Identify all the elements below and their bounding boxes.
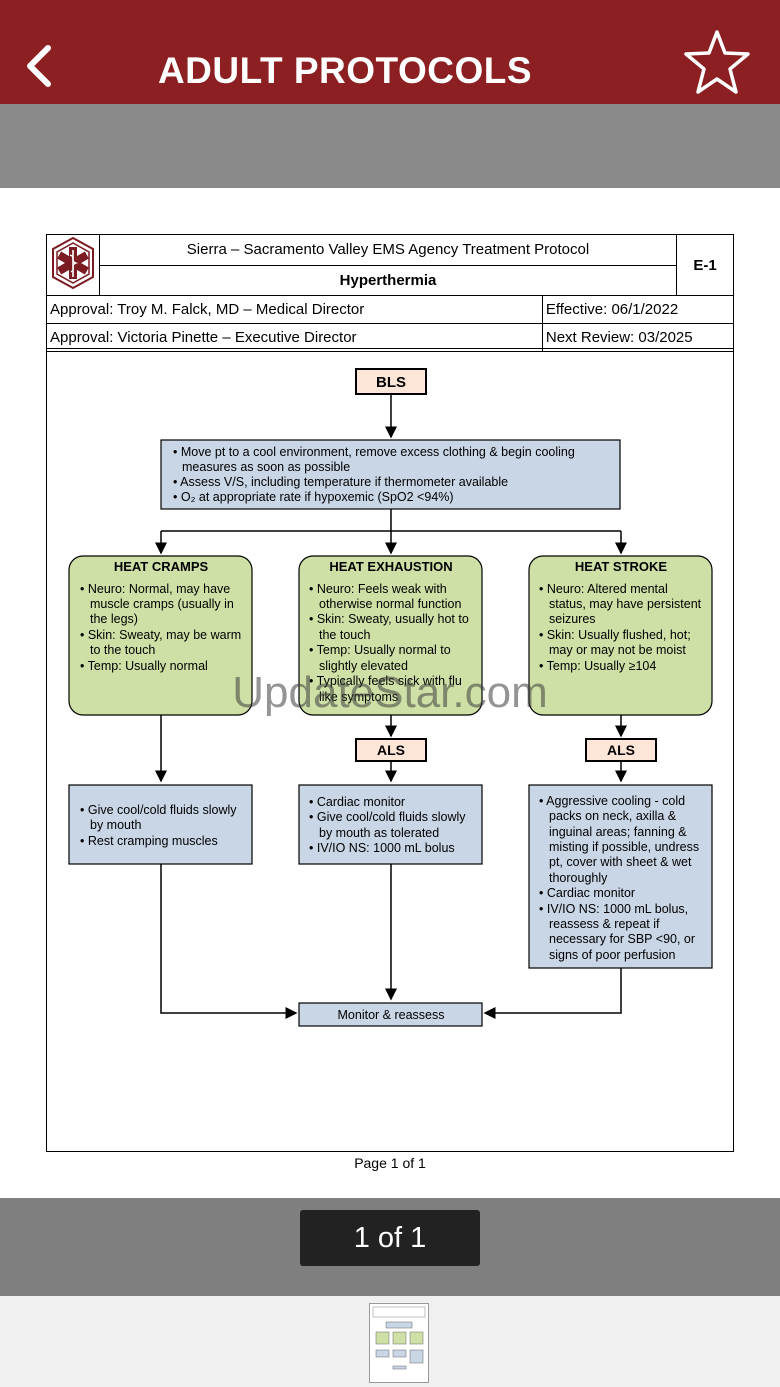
flow-connectors: [155, 395, 627, 1019]
heat-exhaustion-treatment-box: • Cardiac monitor • Give cool/cold fluid…: [298, 784, 483, 865]
back-chevron-icon[interactable]: [22, 38, 68, 90]
svg-text:to the touch: to the touch: [90, 643, 155, 657]
approval-medical-director: Approval: Troy M. Falck, MD – Medical Di…: [46, 295, 543, 324]
protocol-id: E-1: [676, 234, 734, 296]
svg-text:• Skin: Sweaty, may be warm: • Skin: Sweaty, may be warm: [80, 628, 241, 642]
svg-text:may or may not be moist: may or may not be moist: [549, 643, 686, 657]
svg-text:• Temp: Usually normal to: • Temp: Usually normal to: [309, 643, 451, 657]
approval-executive-director: Approval: Victoria Pinette – Executive D…: [46, 323, 543, 352]
page-indicator[interactable]: 1 of 1: [300, 1210, 480, 1266]
svg-text:necessary for SBP <90, or: necessary for SBP <90, or: [549, 932, 695, 946]
document-page[interactable]: Sierra – Sacramento Valley EMS Agency Tr…: [0, 188, 780, 1198]
svg-text:Monitor & reassess: Monitor & reassess: [338, 1008, 445, 1022]
svg-text:HEAT EXHAUSTION: HEAT EXHAUSTION: [329, 559, 452, 574]
svg-text:BLS: BLS: [376, 374, 406, 391]
heat-cramps-treatment-box: • Give cool/cold fluids slowly by mouth …: [68, 784, 253, 865]
svg-text:by mouth as tolerated: by mouth as tolerated: [319, 826, 439, 840]
svg-text:slightly elevated: slightly elevated: [319, 659, 408, 673]
svg-text:thoroughly: thoroughly: [549, 871, 608, 885]
hyperthermia-flowchart: BLS • Move pt to a cool environment, rem…: [68, 368, 713, 1027]
svg-text:status, may have persistent: status, may have persistent: [549, 597, 702, 611]
svg-text:• Temp: Usually ≥104: • Temp: Usually ≥104: [539, 659, 656, 673]
svg-text:otherwise normal function: otherwise normal function: [319, 597, 461, 611]
svg-text:• Aggressive cooling - cold: • Aggressive cooling - cold: [539, 794, 685, 808]
flowchart-frame: BLS • Move pt to a cool environment, rem…: [46, 348, 734, 1152]
svg-text:like symptoms: like symptoms: [319, 690, 398, 704]
als-label-stroke: ALS: [585, 738, 657, 762]
bls-label: BLS: [355, 368, 427, 395]
svg-text:ALS: ALS: [377, 742, 405, 758]
svg-text:by mouth: by mouth: [90, 818, 141, 832]
svg-text:• IV/IO NS: 1000 mL bolus: • IV/IO NS: 1000 mL bolus: [309, 841, 455, 855]
heat-stroke-treatment-box: • Aggressive cooling - cold packs on nec…: [528, 784, 713, 969]
protocol-header-table: Sierra – Sacramento Valley EMS Agency Tr…: [46, 234, 735, 352]
svg-text:• O₂ at appropriate rate if hy: • O₂ at appropriate rate if hypoxemic (S…: [173, 490, 454, 504]
svg-text:reassess & repeat if: reassess & repeat if: [549, 917, 660, 931]
page-title: ADULT PROTOCOLS: [157, 50, 533, 91]
svg-text:• Neuro: Feels weak with: • Neuro: Feels weak with: [309, 582, 447, 596]
svg-text:• Move pt to a cool environmen: • Move pt to a cool environment, remove …: [173, 445, 575, 459]
svg-text:• Give cool/cold fluids slowly: • Give cool/cold fluids slowly: [309, 810, 466, 824]
svg-text:signs of poor perfusion: signs of poor perfusion: [549, 948, 676, 962]
svg-text:• Neuro: Normal, may have: • Neuro: Normal, may have: [80, 582, 230, 596]
heat-stroke-box: HEAT STROKE • Neuro: Altered mental stat…: [528, 555, 713, 716]
als-label-exhaustion: ALS: [355, 738, 427, 762]
effective-date: Effective: 06/1/2022: [541, 295, 735, 324]
star-of-life-logo-icon: [52, 236, 94, 290]
svg-text:seizures: seizures: [549, 612, 596, 626]
svg-text:• Rest cramping muscles: • Rest cramping muscles: [80, 834, 218, 848]
svg-text:• Cardiac monitor: • Cardiac monitor: [309, 795, 405, 809]
svg-text:• Neuro: Altered mental: • Neuro: Altered mental: [539, 582, 668, 596]
heat-cramps-box: HEAT CRAMPS • Neuro: Normal, may have mu…: [68, 555, 253, 716]
agency-logo: [46, 234, 100, 296]
svg-text:• Skin: Sweaty, usually hot to: • Skin: Sweaty, usually hot to: [309, 612, 469, 626]
svg-text:muscle cramps (usually in: muscle cramps (usually in: [90, 597, 234, 611]
svg-text:packs on neck, axilla &: packs on neck, axilla &: [549, 809, 677, 823]
page-thumbnail[interactable]: [369, 1303, 429, 1383]
svg-text:• Assess V/S, including temper: • Assess V/S, including temperature if t…: [173, 475, 508, 489]
page-number-footer: Page 1 of 1: [354, 1155, 426, 1171]
svg-text:• Skin: Usually flushed, hot;: • Skin: Usually flushed, hot;: [539, 628, 691, 642]
next-review-date: Next Review: 03/2025: [541, 323, 735, 352]
svg-text:the touch: the touch: [319, 628, 370, 642]
svg-text:• Give cool/cold fluids slowly: • Give cool/cold fluids slowly: [80, 803, 237, 817]
svg-text:• Typically feels sick with fl: • Typically feels sick with flu: [309, 674, 462, 688]
svg-text:the legs): the legs): [90, 612, 138, 626]
svg-text:measures as soon as possible: measures as soon as possible: [182, 460, 350, 474]
svg-text:pt, cover with sheet & wet: pt, cover with sheet & wet: [549, 855, 692, 869]
svg-text:misting if possible, undress: misting if possible, undress: [549, 840, 699, 854]
app-header: ADULT PROTOCOLS: [0, 0, 780, 104]
favorite-star-icon[interactable]: [682, 28, 752, 98]
svg-text:HEAT CRAMPS: HEAT CRAMPS: [114, 559, 209, 574]
watermark-text: UpdateStar.com: [232, 668, 548, 717]
svg-text:inguinal areas; fanning &: inguinal areas; fanning &: [549, 825, 687, 839]
svg-text:• IV/IO NS: 1000 mL bolus,: • IV/IO NS: 1000 mL bolus,: [539, 902, 688, 916]
svg-text:• Temp: Usually normal: • Temp: Usually normal: [80, 659, 208, 673]
monitor-reassess-box: Monitor & reassess: [298, 1002, 483, 1027]
agency-name: Sierra – Sacramento Valley EMS Agency Tr…: [99, 234, 677, 266]
protocol-title: Hyperthermia: [99, 264, 677, 296]
svg-text:HEAT STROKE: HEAT STROKE: [575, 559, 668, 574]
heat-exhaustion-box: HEAT EXHAUSTION • Neuro: Feels weak with…: [298, 555, 483, 716]
svg-text:• Cardiac monitor: • Cardiac monitor: [539, 886, 635, 900]
svg-text:ALS: ALS: [607, 742, 635, 758]
bls-instructions-box: • Move pt to a cool environment, remove …: [160, 439, 621, 510]
page-thumbnail-preview-icon: [372, 1306, 426, 1370]
viewer-background: [0, 104, 780, 188]
